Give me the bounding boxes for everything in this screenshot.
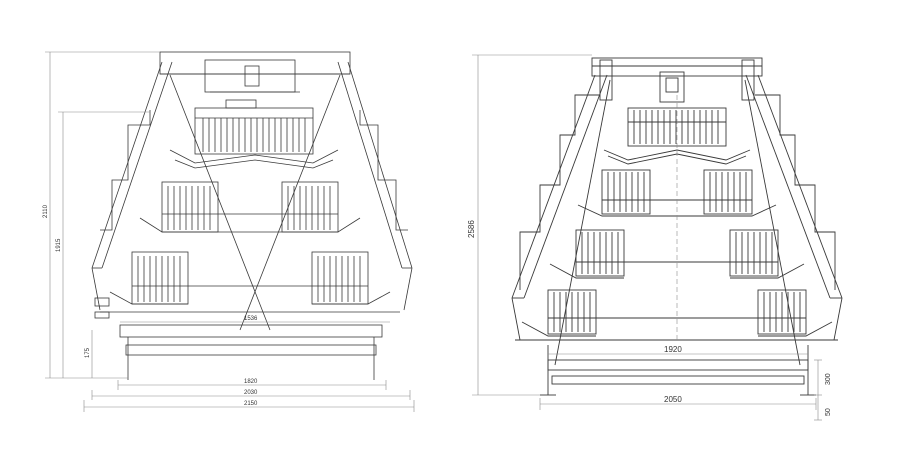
right-dimension-labels: 2586 1920 2050 300 50 xyxy=(467,220,832,416)
right-dim-leg-height: 300 xyxy=(825,373,832,385)
right-dim-foot-height: 50 xyxy=(825,408,832,416)
left-cage-tier-3 xyxy=(109,251,391,305)
left-dim-base-width-3: 2150 xyxy=(244,401,258,407)
left-cage-drawing: 2110 1915 175 1536 1820 2030 2150 xyxy=(43,51,415,412)
left-dimension-labels: 2110 1915 175 1536 1820 2030 2150 xyxy=(43,204,258,407)
left-cage-tier-2 xyxy=(139,181,361,233)
left-dim-base-width-2: 2030 xyxy=(244,390,258,396)
right-base xyxy=(515,339,838,396)
right-a-frame xyxy=(511,74,843,366)
left-cage-tier-1 xyxy=(169,99,339,169)
right-cage-tier-4 xyxy=(521,289,833,337)
left-dimension-lines xyxy=(45,51,415,412)
left-base xyxy=(94,297,400,380)
left-dim-bottom-small: 175 xyxy=(85,347,91,358)
right-cage-drawing: 2586 1920 2050 300 50 xyxy=(467,54,843,421)
left-dim-frame-height: 1915 xyxy=(56,238,62,252)
right-dim-base-width: 2050 xyxy=(664,395,682,404)
left-a-frame xyxy=(91,61,413,331)
left-dim-overall-height: 2110 xyxy=(43,204,49,218)
left-dim-base-width-1: 1820 xyxy=(244,379,258,385)
left-dim-inner-width: 1536 xyxy=(244,316,258,322)
left-top-bracket xyxy=(159,51,351,93)
right-cage-tier-3 xyxy=(549,229,805,279)
right-dim-overall-height: 2586 xyxy=(467,220,476,238)
right-dim-inner-width: 1920 xyxy=(664,345,682,354)
right-dimension-lines xyxy=(472,54,822,421)
